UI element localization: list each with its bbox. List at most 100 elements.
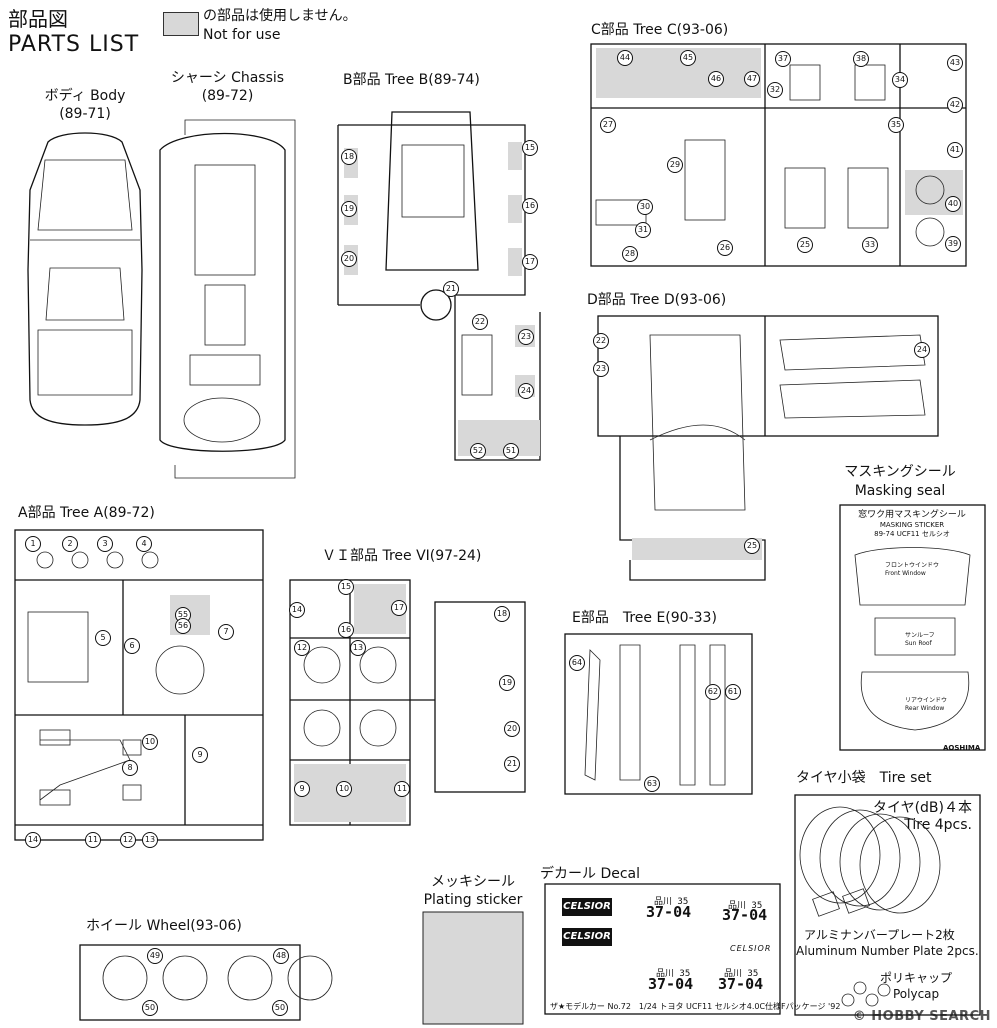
part-number-c-32: 32 — [767, 82, 783, 98]
part-number-c-26: 26 — [717, 240, 733, 256]
part-number-vi-10: 10 — [336, 781, 352, 797]
part-number-b-51: 51 — [503, 443, 519, 459]
part-number-c-41: 41 — [947, 142, 963, 158]
part-number-c-28: 28 — [622, 246, 638, 262]
part-number-c-31: 31 — [635, 222, 651, 238]
watermark: © HOBBY SEARCH — [852, 1009, 991, 1024]
part-number-c-34: 34 — [892, 72, 908, 88]
mask-front-jp: フロントウインドウ — [885, 562, 940, 569]
part-number-c-45: 45 — [680, 50, 696, 66]
mask-front-en: Front Window — [885, 570, 926, 577]
mask-rear-en: Rear Window — [905, 705, 945, 712]
decal-celsior-small: CELSIOR — [730, 944, 772, 953]
part-number-c-39: 39 — [945, 236, 961, 252]
part-number-wheel-48: 48 — [273, 948, 289, 964]
part-number-e-64: 64 — [569, 655, 585, 671]
masking-label-jp: マスキングシール — [844, 464, 956, 480]
part-number-a-4: 4 — [136, 536, 152, 552]
part-number-wheel-49: 49 — [147, 948, 163, 964]
part-number-c-46: 46 — [708, 71, 724, 87]
decal-celsior-logo-1: CELSIOR — [562, 898, 612, 916]
part-number-c-38: 38 — [853, 51, 869, 67]
page-title-en: PARTS LIST — [8, 32, 140, 57]
mask-sun-jp: サンルーフ — [905, 632, 935, 639]
decal-plate-num-1: 37-04 — [646, 903, 692, 921]
not-for-use-swatch — [163, 12, 199, 36]
body-label: ボディ Body — [44, 88, 126, 104]
part-number-a-10: 10 — [142, 734, 158, 750]
part-number-d-22: 22 — [593, 333, 609, 349]
part-number-b-15: 15 — [522, 140, 538, 156]
tree-d-drawing — [597, 315, 939, 581]
part-number-c-44: 44 — [617, 50, 633, 66]
decal-plate-num-2: 37-04 — [722, 906, 768, 924]
tree-b-label: B部品 Tree B(89-74) — [343, 72, 480, 88]
part-number-a-14: 14 — [25, 832, 41, 848]
part-number-vi-16: 16 — [338, 622, 354, 638]
part-number-vi-21: 21 — [504, 756, 520, 772]
part-number-a-11: 11 — [85, 832, 101, 848]
part-number-a-6: 6 — [124, 638, 140, 654]
part-number-a-13: 13 — [142, 832, 158, 848]
chassis-drawing — [159, 119, 296, 479]
part-number-a-9: 9 — [192, 747, 208, 763]
plating-sticker-sheet — [422, 911, 524, 1025]
decal-plate-top-3: 品川 35 — [656, 969, 691, 979]
legend-jp: の部品は使用しません。 — [203, 8, 357, 24]
decal-plate-num-4: 37-04 — [718, 975, 764, 993]
part-number-vi-12: 12 — [294, 640, 310, 656]
decal-plate-top-2: 品川 35 — [728, 901, 763, 911]
part-number-wheel-50: 50 — [142, 1000, 158, 1016]
mask-sun-en: Sun Roof — [905, 640, 932, 647]
masking-label-en: Masking seal — [854, 483, 946, 499]
polycap-en: Polycap — [893, 987, 940, 1001]
tree-c-drawing — [590, 43, 967, 267]
part-number-b-24: 24 — [518, 383, 534, 399]
part-number-c-35: 35 — [888, 117, 904, 133]
part-number-c-33: 33 — [862, 237, 878, 253]
part-number-e-63: 63 — [644, 776, 660, 792]
tree-a-drawing — [14, 529, 264, 841]
part-number-a-1: 1 — [25, 536, 41, 552]
number-plate-jp: アルミナンバープレート2枚 — [804, 928, 955, 942]
plating-label-en: Plating sticker — [423, 892, 523, 908]
part-number-a-56: 56 — [175, 618, 191, 634]
part-number-c-30: 30 — [637, 199, 653, 215]
tree-e-drawing — [564, 633, 753, 795]
decal-plate-num-3: 37-04 — [648, 975, 694, 993]
part-number-vi-11: 11 — [394, 781, 410, 797]
tree-vi-label: ＶＩ部品 Tree VI(97-24) — [322, 548, 482, 564]
part-number-a-2: 2 — [62, 536, 78, 552]
tree-d-label: D部品 Tree D(93-06) — [587, 292, 727, 308]
part-number-e-62: 62 — [705, 684, 721, 700]
tire-set-drawing — [794, 794, 981, 1016]
part-number-vi-17: 17 — [391, 600, 407, 616]
tree-c-label: C部品 Tree C(93-06) — [591, 22, 729, 38]
tire-set-label: タイヤ小袋 Tire set — [796, 770, 932, 786]
chassis-code: (89-72) — [201, 88, 254, 104]
part-number-b-21: 21 — [443, 281, 459, 297]
plating-label-jp: メッキシール — [431, 874, 515, 890]
part-number-b-52: 52 — [470, 443, 486, 459]
part-number-b-22: 22 — [472, 314, 488, 330]
aoshima-logo: AOSHIMA — [943, 744, 981, 752]
part-number-b-16: 16 — [522, 198, 538, 214]
masking-seal-drawing — [839, 504, 986, 751]
mask-rear-jp: リアウインドウ — [905, 697, 948, 704]
part-number-c-42: 42 — [947, 97, 963, 113]
part-number-b-18: 18 — [341, 149, 357, 165]
decal-celsior-logo-2: CELSIOR — [562, 928, 612, 946]
part-number-a-5: 5 — [95, 630, 111, 646]
part-number-c-43: 43 — [947, 55, 963, 71]
part-number-a-3: 3 — [97, 536, 113, 552]
part-number-vi-15: 15 — [338, 579, 354, 595]
decal-sheet — [544, 883, 781, 1015]
tree-a-label: A部品 Tree A(89-72) — [18, 505, 155, 521]
part-number-b-20: 20 — [341, 251, 357, 267]
wheel-label: ホイール Wheel(93-06) — [86, 918, 242, 934]
part-number-c-47: 47 — [744, 71, 760, 87]
part-number-d-25: 25 — [744, 538, 760, 554]
part-number-c-37: 37 — [775, 51, 791, 67]
decal-plate-top-4: 品川 35 — [724, 969, 759, 979]
